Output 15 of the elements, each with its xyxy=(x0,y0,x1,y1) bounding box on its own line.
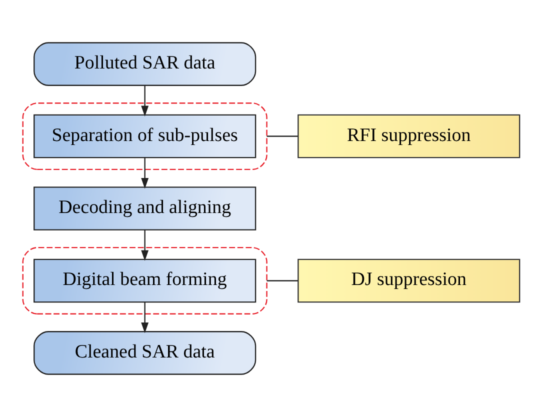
node-box: Polluted SAR data xyxy=(34,42,256,86)
node-box: Separation of sub-pulses xyxy=(34,114,256,158)
arrow xyxy=(141,230,149,261)
arrow xyxy=(141,85,149,116)
arrow xyxy=(141,302,149,334)
cluster xyxy=(22,102,268,170)
node-box: Decoding and aligning xyxy=(34,186,256,230)
connector xyxy=(266,280,298,282)
arrow xyxy=(141,158,149,189)
node-box: Cleaned SAR data xyxy=(34,331,256,375)
node-box: RFI suppression xyxy=(298,114,520,158)
node-box: DJ suppression xyxy=(298,258,520,303)
cluster xyxy=(22,246,268,314)
node-box: Digital beam forming xyxy=(34,258,256,303)
connector xyxy=(266,136,298,137)
